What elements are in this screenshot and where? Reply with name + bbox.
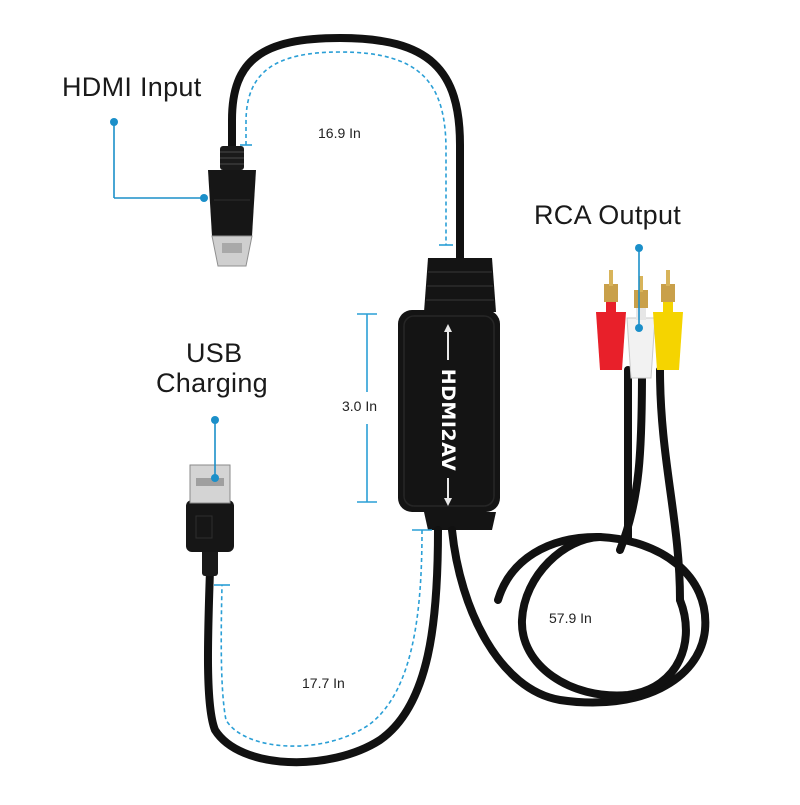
box-height-length: 3.0 In [342, 398, 378, 414]
hdmi-cable-length: 16.9 In [318, 125, 361, 141]
usb-label-line1: USB [186, 338, 243, 368]
usb-label-line2: Charging [156, 368, 268, 398]
converter-box [398, 258, 500, 530]
usb-cable [203, 526, 442, 767]
usb-cable-dimension-line [220, 529, 423, 747]
hdmi-input-label: HDMI Input [62, 72, 202, 102]
hdmi-cable [228, 33, 464, 262]
rca-plug-yellow [653, 270, 683, 370]
device-brand-label: HDMI2AV [437, 368, 459, 472]
rca-cable-coil [448, 366, 710, 707]
rca-output-label: RCA Output [534, 200, 682, 230]
box-height-dimension [357, 313, 377, 503]
rca-plug-white [626, 276, 656, 379]
usb-cable-length: 17.7 In [302, 675, 345, 691]
usb-callout-line [211, 416, 219, 482]
hdmi-callout-line [110, 118, 208, 202]
hdmi-cable-dimension-line [245, 51, 447, 245]
hdmi-connector [208, 146, 256, 267]
usb-connector [186, 464, 234, 576]
rca-callout-line [635, 244, 643, 332]
rca-plug-red [596, 270, 626, 370]
rca-cable-length: 57.9 In [549, 610, 592, 626]
